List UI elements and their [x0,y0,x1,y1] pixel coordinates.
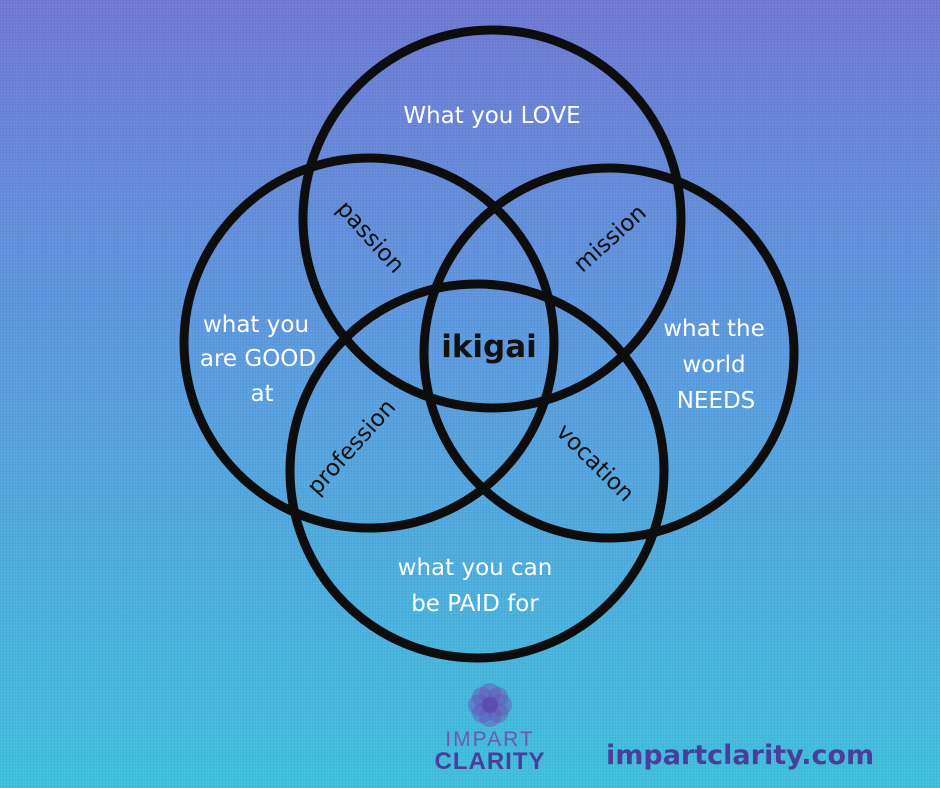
label-vocation: vocation [551,419,639,507]
label-paid-line-2: be PAID for [411,591,539,617]
flower-logo-icon [468,683,512,727]
circle-paid [285,279,669,663]
label-good-line-1: what you [203,312,309,338]
logo-text-impart: IMPART [445,728,535,751]
label-good-line-3: at [250,381,273,407]
website-url[interactable]: impartclarity.com [606,740,875,771]
circle-love [298,25,686,413]
label-paid-line-1: what you can [398,555,553,581]
label-mission: mission [569,200,652,278]
label-ikigai: ikigai [441,329,537,365]
label-profession: profession [302,394,401,500]
label-good-line-2: are GOOD [200,346,316,372]
circle-world [419,163,799,543]
label-world-line-2: world [682,352,745,378]
label-love: What you LOVE [403,103,580,129]
label-world-line-1: what the [663,316,765,342]
circle-good [179,153,559,533]
logo-text-clarity: CLARITY [434,748,546,775]
label-world-line-3: NEEDS [677,388,756,414]
impart-clarity-logo: IMPART CLARITY [420,680,560,780]
label-passion: passion [331,196,409,279]
